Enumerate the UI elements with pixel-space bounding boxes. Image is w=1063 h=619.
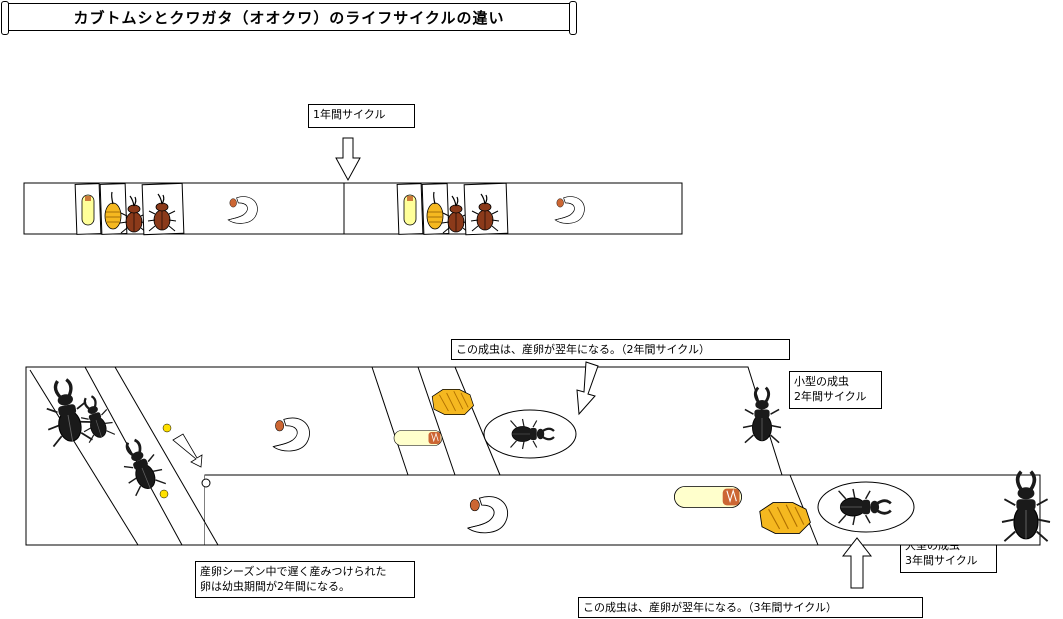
- egg-2: [159, 489, 169, 499]
- one-year-down-arrow: [335, 137, 361, 182]
- page-title: カブトムシとクワガタ（オオクワ）のライフサイクルの違い: [1, 1, 577, 35]
- stag-track-three-year: [205, 474, 1041, 546]
- one-year-cycle-text: 1年間サイクル: [313, 108, 386, 121]
- page-title-text: カブトムシとクワガタ（オオクワ）のライフサイクルの違い: [73, 8, 505, 27]
- one-year-cycle-label: 1年間サイクル: [308, 104, 415, 128]
- stag-pupa-3yr: [759, 502, 811, 534]
- two-year-note-arrow: [576, 361, 599, 416]
- kabuto-stages-year2: [396, 182, 585, 236]
- late-egg-line2: 卵は幼虫期間が2年間になる。: [200, 580, 350, 593]
- stag-pupa-2yr: [431, 388, 475, 416]
- kabuto-prepupa-2: [403, 194, 417, 226]
- three-year-note-label: この成虫は、産卵が翌年になる。（3年間サイクル）: [578, 597, 923, 618]
- two-year-note-text: この成虫は、産卵が翌年になる。（2年間サイクル）: [456, 343, 710, 356]
- late-egg-tiny-larva: [201, 478, 211, 488]
- three-year-note-arrow: [841, 537, 873, 589]
- kabuto-stages-year1: [74, 182, 258, 236]
- small-adult-line1: 小型の成虫: [794, 375, 849, 388]
- kabuto-prepupa-1: [81, 194, 95, 226]
- large-adult-line2: 3年間サイクル: [905, 554, 978, 567]
- late-egg-label: 産卵シーズン中で遅く産みつけられた 卵は幼虫期間が2年間になる。: [195, 561, 415, 598]
- stag-prepupa-2yr: [393, 430, 443, 446]
- stag-prepupa-3yr: [673, 485, 743, 509]
- small-adult-line2: 2年間サイクル: [794, 390, 867, 403]
- three-year-note-text: この成虫は、産卵が翌年になる。（3年間サイクル）: [583, 601, 837, 614]
- late-egg-arrow: [172, 433, 203, 468]
- egg-1: [162, 423, 172, 433]
- two-year-note-label: この成虫は、産卵が翌年になる。（2年間サイクル）: [451, 339, 790, 360]
- late-egg-line1: 産卵シーズン中で遅く産みつけられた: [200, 565, 387, 578]
- small-adult-label: 小型の成虫 2年間サイクル: [789, 371, 882, 409]
